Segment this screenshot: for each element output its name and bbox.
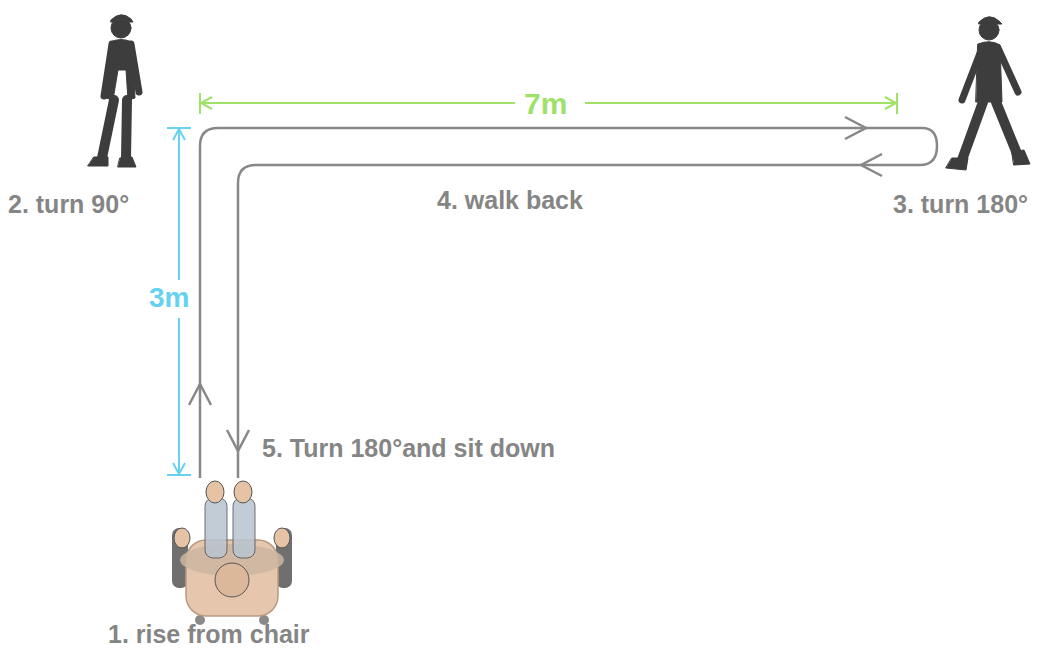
step-label: 2. turn 90° xyxy=(8,192,129,217)
walk-path xyxy=(200,128,937,478)
direction-arrow xyxy=(861,154,882,176)
direction-arrow xyxy=(845,117,866,139)
step-label: 1. rise from chair xyxy=(108,622,309,647)
dimension-label: 3m xyxy=(149,284,189,312)
person-silhouette xyxy=(88,15,139,167)
chair-with-person xyxy=(172,481,292,625)
dimension-label: 7m xyxy=(524,89,567,119)
step-label: 4. walk back xyxy=(437,188,583,213)
person-silhouette xyxy=(946,17,1030,170)
direction-arrow xyxy=(189,384,211,405)
direction-arrow xyxy=(227,430,249,451)
step-label: 5. Turn 180°and sit down xyxy=(262,436,555,461)
step-label: 3. turn 180° xyxy=(893,192,1028,217)
